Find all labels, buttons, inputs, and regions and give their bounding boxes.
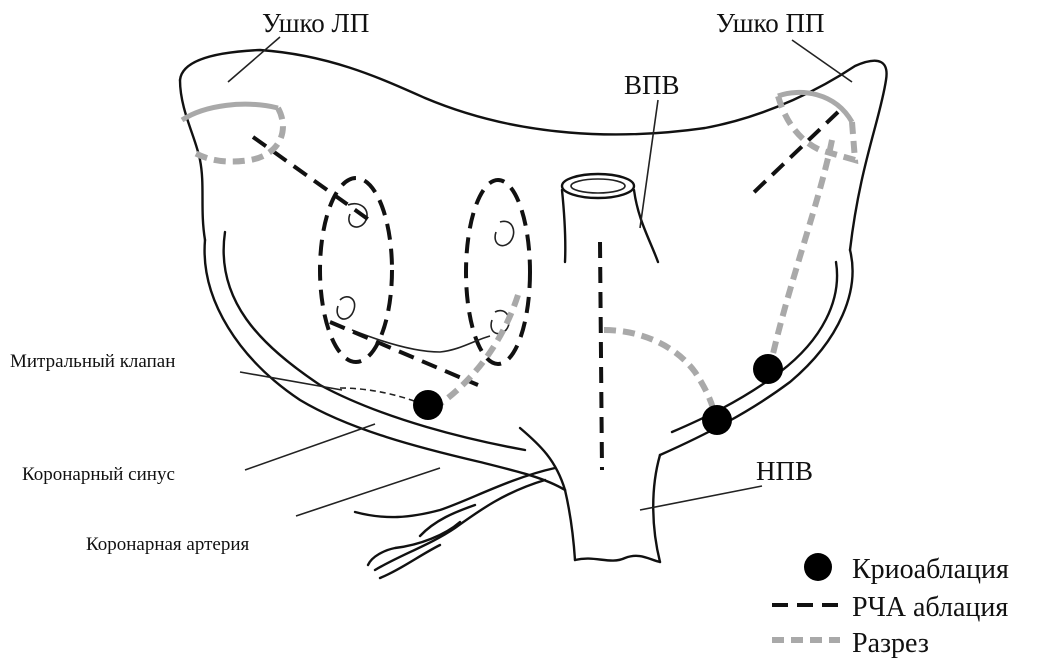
- legend-incision-label: Разрез: [852, 628, 929, 659]
- left-outer-wall: [205, 240, 565, 490]
- ra-appendage-label: Ушко ПП: [716, 8, 825, 38]
- legend: Криоаблация РЧА аблация Разрез: [772, 553, 1009, 659]
- left-inner-wall: [224, 232, 525, 450]
- mitral-valve-label: Митральный клапан: [10, 351, 175, 372]
- mitral-valve-line: [340, 388, 425, 405]
- coronary-artery-branches: [355, 468, 555, 578]
- svc-label: ВПВ: [624, 70, 680, 100]
- svc-vessel: [562, 174, 658, 262]
- coronary-artery-label: Коронарная артерия: [86, 534, 250, 555]
- coronary-sinus-label: Коронарный синус: [22, 464, 175, 485]
- legend-cryo-marker: [804, 553, 832, 581]
- ivc-label: НПВ: [756, 456, 813, 486]
- la-appendage-label: Ушко ЛП: [262, 8, 369, 38]
- atria-outline: [180, 50, 887, 490]
- rf-ablation-lines: [253, 112, 838, 470]
- legend-cryo-label: Криоаблация: [852, 554, 1009, 585]
- cryoablation-points: [413, 354, 783, 435]
- la-appendage-edge: [180, 80, 205, 240]
- legend-rf-label: РЧА аблация: [852, 592, 1008, 623]
- atria-top-contour: [180, 50, 887, 250]
